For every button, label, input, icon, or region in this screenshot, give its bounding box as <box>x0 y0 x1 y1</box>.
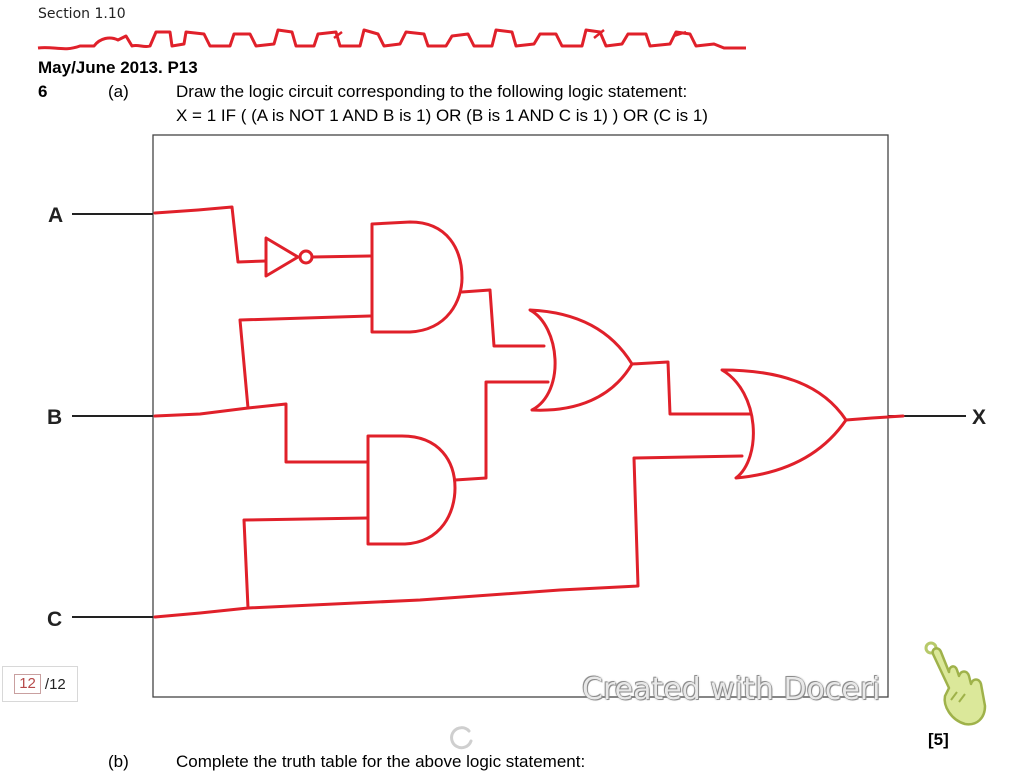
and-gate-2 <box>366 434 457 546</box>
part-b-instruction: Complete the truth table for the above l… <box>176 752 586 771</box>
drawn-answer <box>153 205 905 619</box>
section-label: Section 1.10 <box>38 6 126 22</box>
doceri-watermark: Created with Doceri <box>582 672 881 707</box>
question-part-b: (b) <box>108 752 129 771</box>
wire-and1-out <box>460 288 546 348</box>
loading-spinner-icon <box>450 726 473 750</box>
exam-title: May/June 2013. P13 <box>38 58 198 77</box>
decorative-house-border <box>37 28 746 51</box>
wire-c-long <box>246 454 744 610</box>
logic-statement: X = 1 IF ( (A is NOT 1 AND B is 1) OR (B… <box>176 106 708 125</box>
and-gate-1 <box>370 220 464 334</box>
wire-c <box>153 516 370 619</box>
wire-b-branch <box>246 402 370 464</box>
doceri-hand-logo-icon <box>924 641 987 726</box>
input-a-label: A <box>48 204 63 227</box>
or-gate-1 <box>528 308 634 412</box>
wire-a <box>153 205 268 264</box>
not-bubble <box>298 249 314 265</box>
wire-not-out <box>310 254 372 259</box>
page-counter[interactable]: 12 /12 <box>2 666 78 702</box>
io-leads <box>72 213 966 618</box>
input-b-label: B <box>47 406 62 429</box>
output-x-label: X <box>972 406 986 429</box>
wire-output <box>844 414 905 422</box>
wire-b <box>153 314 372 418</box>
marks-label: [5] <box>928 730 949 749</box>
question-number: 6 <box>38 82 48 101</box>
question-instruction: Draw the logic circuit corresponding to … <box>176 82 688 101</box>
or-gate-2 <box>720 368 848 480</box>
answer-box <box>152 134 889 698</box>
wire-or1-out <box>630 360 752 416</box>
page-total: /12 <box>44 675 66 693</box>
page-current-number[interactable]: 12 <box>14 674 41 694</box>
not-gate <box>264 236 300 278</box>
question-part-a: (a) <box>108 82 129 101</box>
wire-and2-out <box>453 380 550 482</box>
input-c-label: C <box>47 608 62 631</box>
